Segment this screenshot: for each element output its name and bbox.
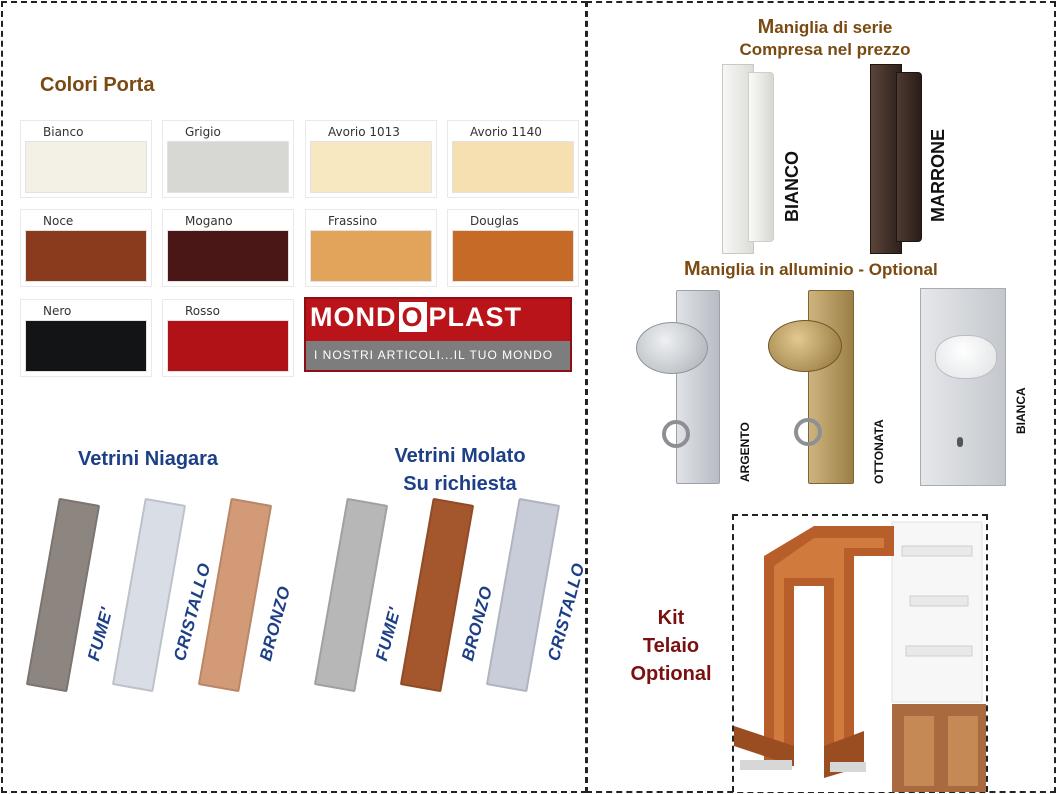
- handle-ottonata-plate: [808, 290, 854, 484]
- swatch-card-grigio: Grigio: [162, 120, 294, 198]
- handle-bianca-knob: [935, 335, 997, 379]
- maniglia-serie-initial: M: [757, 16, 775, 38]
- logo-tagline-band: [306, 341, 570, 370]
- kit-telaio-title: Kit Telaio Optional: [612, 604, 730, 688]
- handle-ottonata-knob: [768, 320, 842, 372]
- handle-bianco-label: BIANCO: [782, 151, 802, 222]
- kit-title-line2: Telaio: [642, 635, 700, 657]
- maniglia-serie-title-rest: aniglia di serie: [774, 18, 893, 37]
- logo-brand-right: PLAST: [428, 302, 523, 332]
- handle-argento-knob: [636, 322, 708, 374]
- handle-ottonata-key: [794, 418, 822, 446]
- vetrini-molato-title-line1: Vetrini Molato: [394, 445, 526, 467]
- maniglia-serie-title-line2: Compresa nel prezzo: [739, 40, 911, 59]
- handle-bianca-image: [920, 288, 1006, 486]
- kit-telaio-image: [732, 514, 988, 792]
- swatch-card-avorio-1140: Avorio 1140: [447, 120, 579, 198]
- swatch-label: Rosso: [185, 304, 220, 318]
- handle-marrone-grip: [896, 72, 922, 242]
- swatch-label: Nero: [43, 304, 72, 318]
- vetrini-molato-title: Vetrini Molato Su richiesta: [370, 442, 550, 498]
- swatch-label: Avorio 1140: [470, 125, 542, 139]
- swatch-color: [167, 141, 289, 193]
- swatch-color: [167, 320, 289, 372]
- handle-bianco-image: [722, 64, 774, 254]
- swatch-label: Bianco: [43, 125, 84, 139]
- maniglia-alluminio-initial: M: [684, 258, 701, 280]
- swatch-label: Noce: [43, 214, 74, 228]
- swatch-label: Mogano: [185, 214, 233, 228]
- swatch-label: Avorio 1013: [328, 125, 400, 139]
- door-frame-illustration: [734, 521, 986, 792]
- swatch-color: [452, 230, 574, 282]
- swatch-label: Frassino: [328, 214, 378, 228]
- swatch-label: Douglas: [470, 214, 519, 228]
- handle-marrone-image: [870, 64, 922, 254]
- handle-argento-plate: [676, 290, 720, 484]
- vetrini-molato-title-line2: Su richiesta: [403, 473, 517, 495]
- handle-argento-label: ARGENTO: [738, 422, 752, 482]
- maniglia-alluminio-title-rest: aniglia in alluminio - Optional: [700, 260, 938, 279]
- logo-tagline: I NOSTRI ARTICOLI...IL TUO MONDO: [314, 348, 554, 362]
- kit-title-line3: Optional: [630, 663, 712, 685]
- handle-argento-key: [662, 420, 690, 448]
- handle-bianca-keyhole: [957, 437, 963, 447]
- swatch-card-bianco: Bianco: [20, 120, 152, 198]
- logo-brand-mid: O: [398, 302, 427, 332]
- swatch-color: [310, 230, 432, 282]
- swatch-label: Grigio: [185, 125, 221, 139]
- swatch-color: [310, 141, 432, 193]
- handle-bianco-grip: [748, 72, 774, 242]
- handle-argento-image: [636, 290, 741, 486]
- vetrini-niagara-title: Vetrini Niagara: [78, 448, 219, 470]
- handle-ottonata-label: OTTONATA: [872, 419, 886, 484]
- swatch-card-nero: Nero: [20, 299, 152, 377]
- maniglia-alluminio-title: Maniglia in alluminio - Optional: [684, 258, 938, 281]
- swatch-card-noce: Noce: [20, 209, 152, 287]
- right-panel-frame: [586, 1, 1056, 793]
- kit-title-line1: Kit: [657, 607, 685, 629]
- swatch-color: [25, 320, 147, 372]
- maniglia-serie-title-line1: Maniglia di serie: [700, 16, 950, 39]
- maniglia-serie-title: Maniglia di serie Compresa nel prezzo: [700, 16, 950, 61]
- swatch-color: [167, 230, 289, 282]
- swatch-card-avorio-1013: Avorio 1013: [305, 120, 437, 198]
- swatch-card-rosso: Rosso: [162, 299, 294, 377]
- swatch-card-mogano: Mogano: [162, 209, 294, 287]
- swatch-color: [452, 141, 574, 193]
- colori-porta-title: Colori Porta: [40, 74, 155, 96]
- swatch-card-frassino: Frassino: [305, 209, 437, 287]
- handle-bianca-label: BIANCA: [1014, 387, 1028, 434]
- handle-marrone-label: MARRONE: [928, 129, 948, 222]
- swatch-color: [25, 230, 147, 282]
- swatch-card-douglas: Douglas: [447, 209, 579, 287]
- swatch-color: [25, 141, 147, 193]
- handle-ottonata-image: [768, 290, 873, 486]
- logo-brand-left: MOND: [310, 302, 397, 332]
